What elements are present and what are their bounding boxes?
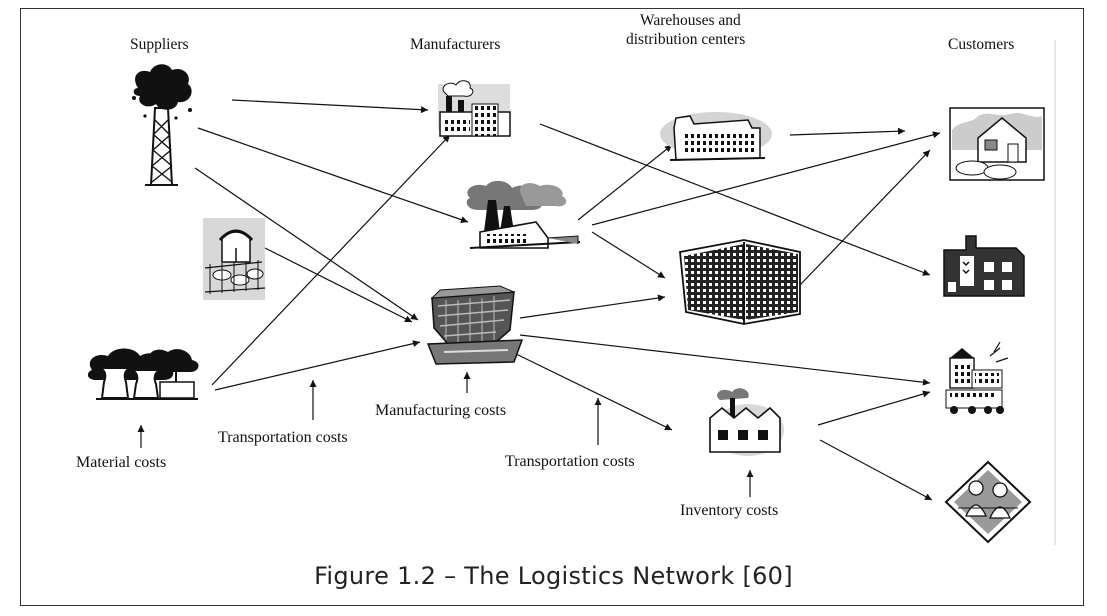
- figure-caption: Figure 1.2 – The Logistics Network [60]: [314, 562, 793, 590]
- flow-arrow: [231, 99, 429, 114]
- warehouse-icon: [660, 112, 772, 161]
- warehouses-header-line2: distribution centers: [626, 31, 745, 48]
- flow-arrow: [511, 351, 673, 431]
- store-icon: [949, 107, 1045, 181]
- warehouses-header-line1: Warehouses and: [640, 12, 741, 29]
- flow-arrows: [194, 99, 941, 501]
- distribution-plant-icon: [709, 388, 784, 456]
- flow-arrow: [591, 231, 666, 279]
- family-icon: [944, 460, 1032, 544]
- transportation-costs-label-2: Transportation costs: [505, 453, 635, 470]
- suppliers-header: Suppliers: [130, 36, 189, 53]
- town-icon: [945, 341, 1009, 414]
- flow-arrow: [519, 334, 931, 386]
- manufacturing-costs-label: Manufacturing costs: [375, 402, 506, 419]
- shop-building-icon: [943, 235, 1025, 297]
- flow-arrow: [817, 390, 931, 426]
- smokestack-factory-icon: [466, 180, 581, 249]
- mill-icon: [426, 285, 524, 365]
- oil-rig-icon: [132, 64, 192, 186]
- flow-arrow: [799, 149, 931, 286]
- flow-arrow: [264, 247, 413, 323]
- flow-arrow: [591, 131, 941, 226]
- power-plant-icon: [87, 348, 199, 400]
- factory-icon: [438, 80, 511, 137]
- flow-arrow: [211, 134, 451, 386]
- material-costs-label: Material costs: [76, 454, 166, 471]
- logistics-network-diagram: Suppliers Manufacturers Warehouses and d…: [76, 12, 1056, 545]
- flow-arrow: [789, 127, 906, 136]
- inventory-costs-label: Inventory costs: [680, 502, 778, 519]
- flow-arrow: [519, 294, 666, 319]
- figure-frame: [20, 8, 1084, 606]
- flow-arrow: [577, 144, 673, 221]
- flow-arrow: [214, 340, 421, 391]
- flow-arrow: [197, 127, 469, 224]
- customers-header: Customers: [948, 36, 1014, 53]
- transportation-costs-label-1: Transportation costs: [218, 429, 348, 446]
- flow-arrow: [194, 167, 419, 321]
- manufacturers-header: Manufacturers: [410, 36, 500, 53]
- flow-arrow: [819, 439, 933, 501]
- flow-arrow: [539, 123, 931, 276]
- cost-arrows: [137, 372, 754, 497]
- office-tower-icon: [679, 239, 801, 325]
- farm-icon: [203, 218, 266, 300]
